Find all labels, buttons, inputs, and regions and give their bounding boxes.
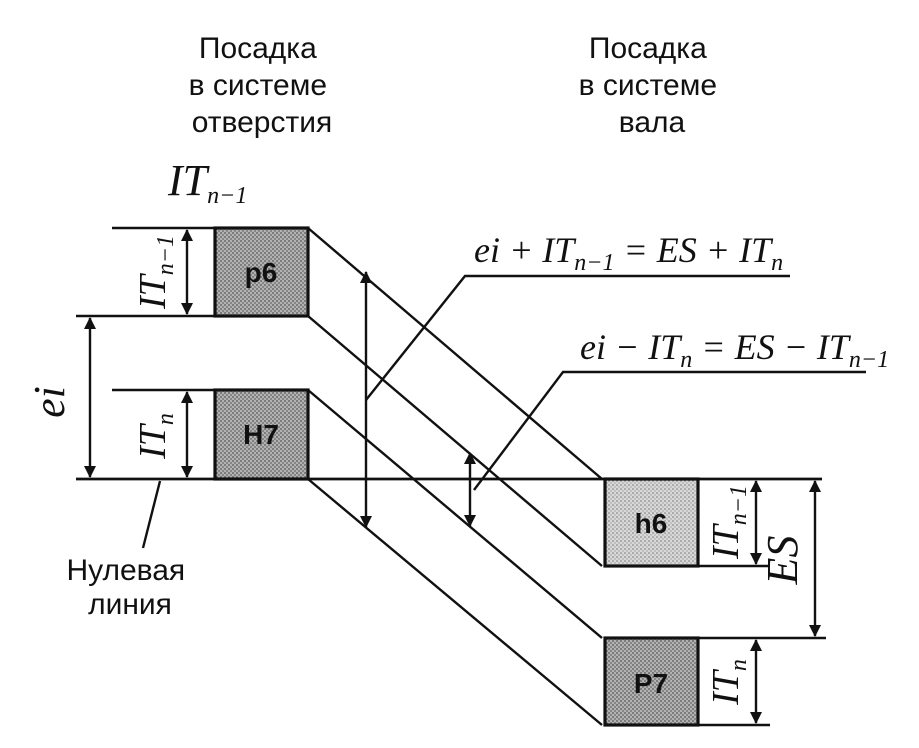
h7-box xyxy=(213,388,310,481)
p7-box xyxy=(603,636,700,727)
formula-top: ei + ITn−1 = ES + ITn xyxy=(474,230,783,276)
formula-top-leader xyxy=(365,274,790,401)
p7-label: P7 xyxy=(634,668,668,699)
zero-line-label: Нулевая линия xyxy=(66,554,193,621)
formula-bottom: ei − ITn = ES − ITn−1 xyxy=(580,327,889,373)
ei-label: ei xyxy=(25,386,74,418)
diag-h7-top xyxy=(307,389,603,639)
it-n-right-label: ITn xyxy=(705,659,752,706)
zero-line-leader xyxy=(141,480,162,549)
diag-p6-bottom xyxy=(307,315,603,567)
formula-bottom-leader xyxy=(473,370,866,491)
h7-label: H7 xyxy=(243,419,279,450)
it-n-minus-1-top-label: ITn−1 xyxy=(167,156,247,209)
p6-box xyxy=(213,226,310,318)
it-n-minus-1-left-label: ITn−1 xyxy=(132,235,179,310)
p6-label: p6 xyxy=(245,257,278,288)
h6-box xyxy=(603,477,700,568)
it-n-minus-1-right-label: ITn−1 xyxy=(705,485,752,560)
hole-system-title: Посадка в системе отверстия xyxy=(189,32,336,139)
diag-h7-bottom xyxy=(307,478,603,726)
it-n-left-label: ITn xyxy=(132,413,179,460)
es-label: ES xyxy=(758,536,807,586)
h6-label: h6 xyxy=(635,508,668,539)
shaft-system-title: Посадка в системе вала xyxy=(579,32,726,139)
diag-p6-top xyxy=(307,227,603,480)
